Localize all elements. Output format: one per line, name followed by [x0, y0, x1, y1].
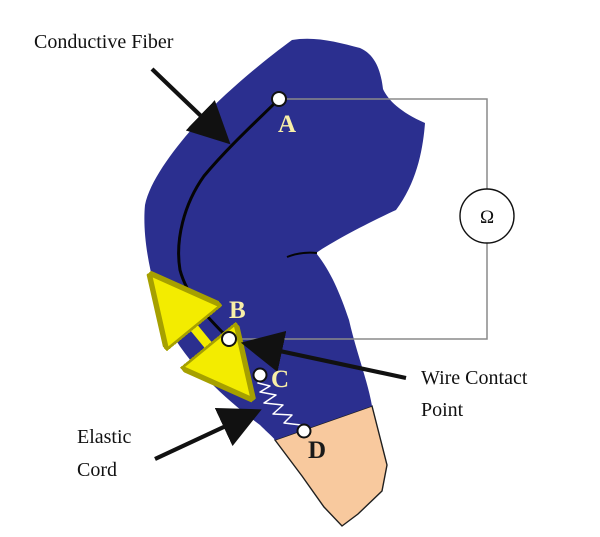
point-b-marker	[221, 331, 237, 347]
ohm-symbol: Ω	[480, 207, 494, 228]
measurement-wire	[228, 98, 488, 340]
point-c-marker	[252, 367, 268, 383]
elastic-cord-label-line2: Cord	[77, 459, 117, 481]
knee-crease	[286, 251, 318, 258]
point-label-a: A	[278, 111, 296, 138]
point-label-c: C	[271, 366, 289, 393]
stretch-arrow	[186, 318, 245, 390]
elastic-cord	[257, 375, 304, 433]
elastic-cord-arrow	[154, 408, 262, 461]
wire-contact-label-line1: Wire Contact	[421, 367, 528, 389]
wire-contact-label-line2: Point	[421, 399, 464, 421]
ohmmeter-circle	[459, 188, 515, 244]
point-label-d: D	[308, 437, 326, 464]
conductive-fiber-arrow	[150, 67, 231, 145]
point-d-marker	[296, 423, 312, 439]
elastic-cord-label-line1: Elastic	[77, 426, 132, 448]
point-a-marker	[271, 91, 287, 107]
point-label-b: B	[229, 297, 246, 324]
conductive-fiber-label: Conductive Fiber	[34, 31, 174, 53]
wire-contact-arrow	[240, 330, 407, 381]
